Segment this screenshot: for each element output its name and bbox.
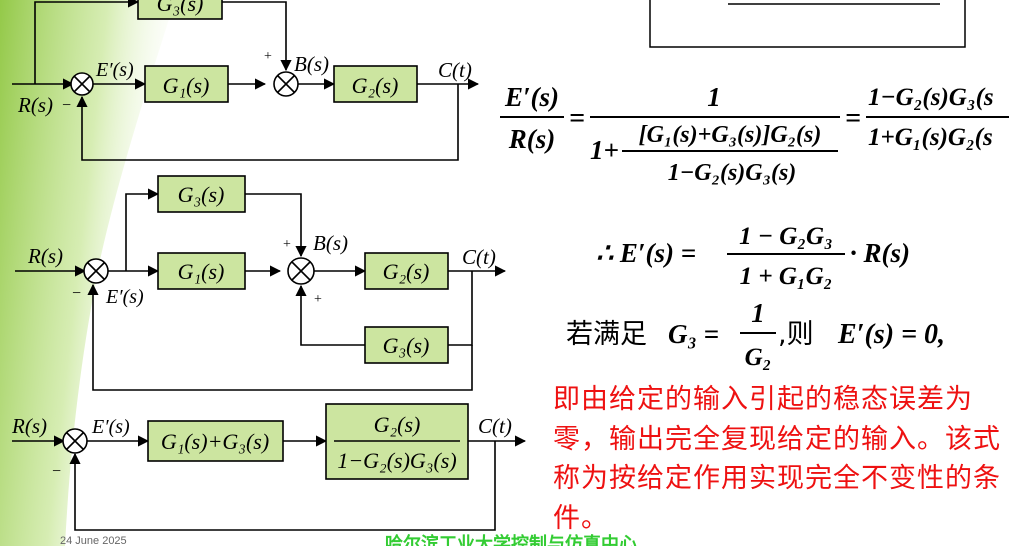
label-g1-d2: G₁(s) <box>178 259 225 284</box>
label-g3-top-d2: G₃(s) <box>178 182 225 207</box>
minus-sign-d2: − <box>72 285 81 302</box>
equation-1: E′(s) R(s) = 1 1+ [G₁(s)+G₃(s)]G₂(s) 1−G… <box>500 82 1009 186</box>
eq1-lhs-num: E′(s) <box>504 82 559 112</box>
label-g3-d1: G₃(s) <box>157 0 204 16</box>
block-sum-d3 <box>147 420 284 462</box>
label-error-d1: E′(s) <box>95 59 134 81</box>
equation-3: 若满足 G₃ = 1 G₂ ,则 E′(s) = 0, <box>566 298 945 371</box>
label-b-d1: B(s) <box>294 52 329 76</box>
eq3-den: G₂ <box>745 344 772 371</box>
plus-bottom-d2: + <box>314 292 322 307</box>
eq3-result: E′(s) = 0, <box>837 319 945 350</box>
label-ratio-num-d3: G₂(s) <box>374 412 421 437</box>
block-g1-d2 <box>157 252 246 290</box>
block-g3-d1 <box>137 0 223 20</box>
minus-sign-d3: − <box>52 463 61 480</box>
equation-2: ∴ E′(s) = 1 − G₂G₃ 1 + G₁G₂ · R(s) <box>596 223 910 290</box>
footer-date: 24 June 2025 <box>60 535 127 546</box>
block-g3-top-d2 <box>157 175 246 213</box>
eq1-rhs-den: 1+G₁(s)G₂(s <box>868 124 993 151</box>
diagram-1 <box>12 0 480 161</box>
eq1-inner-num: [G₁(s)+G₃(s)]G₂(s) <box>639 122 822 148</box>
label-input-d2: R(s) <box>27 244 63 268</box>
top-right-frame <box>649 0 966 48</box>
eq3-num: 1 <box>751 298 765 328</box>
block-g2-d2 <box>364 252 449 290</box>
footer-center-title: 哈尔滨工业大学控制与仿真中心 <box>385 534 637 546</box>
eq1-rhs-num: 1−G₂(s)G₃(s <box>868 84 994 111</box>
diagram-2 <box>15 188 507 391</box>
eq3-g3: G₃ = <box>668 319 719 349</box>
label-b-d2: B(s) <box>313 231 348 255</box>
label-error-d2: E′(s) <box>105 286 144 308</box>
eq1-inner-den: 1−G₂(s)G₃(s) <box>668 160 797 186</box>
eq1-mid-den-prefix: 1+ <box>590 135 619 165</box>
label-g3-bottom-d2: G₃(s) <box>383 333 430 358</box>
block-g2-d1 <box>333 65 418 103</box>
minus-sign-d1: − <box>62 97 71 114</box>
diagram-3 <box>12 428 527 531</box>
eq2-den: 1 + G₁G₂ <box>740 263 833 290</box>
plus-top-d2: + <box>283 237 291 252</box>
label-g1-d1: G₁(s) <box>163 73 210 98</box>
label-error-d3: E′(s) <box>91 416 130 438</box>
label-sum-d3: G₁(s)+G₃(s) <box>161 429 269 454</box>
eq1-mid-num: 1 <box>707 82 721 112</box>
label-output-d2: C(t) <box>462 245 496 269</box>
eq1-lhs-den: R(s) <box>508 124 556 154</box>
eq2-tail: · R(s) <box>850 238 910 268</box>
label-ratio-den-d3: 1−G₂(s)G₃(s) <box>337 448 456 473</box>
eq2-lhs: ∴ E′(s) = <box>596 238 696 268</box>
eq2-num: 1 − G₂G₃ <box>739 223 833 250</box>
eq1-equals-2: = <box>845 103 861 134</box>
eq3-then: ,则 <box>778 319 814 350</box>
label-input-d1: R(s) <box>17 93 53 117</box>
eq1-equals-1: = <box>569 103 585 134</box>
eq3-prefix: 若满足 <box>566 319 647 350</box>
block-g3-bottom-d2 <box>364 326 449 364</box>
plus-sign-d1: + <box>264 49 272 64</box>
label-g2-d2: G₂(s) <box>383 259 430 284</box>
label-g2-d1: G₂(s) <box>352 73 399 98</box>
label-output-d3: C(t) <box>478 414 512 438</box>
label-input-d3: R(s) <box>11 414 47 438</box>
block-g1-d1 <box>144 65 229 103</box>
label-output-d1: C(t) <box>438 58 472 82</box>
remark-text: 即由给定的输入引起的稳态误差为零，输出完全复现给定的输入。该式称为按给定作用实现… <box>553 384 1001 534</box>
